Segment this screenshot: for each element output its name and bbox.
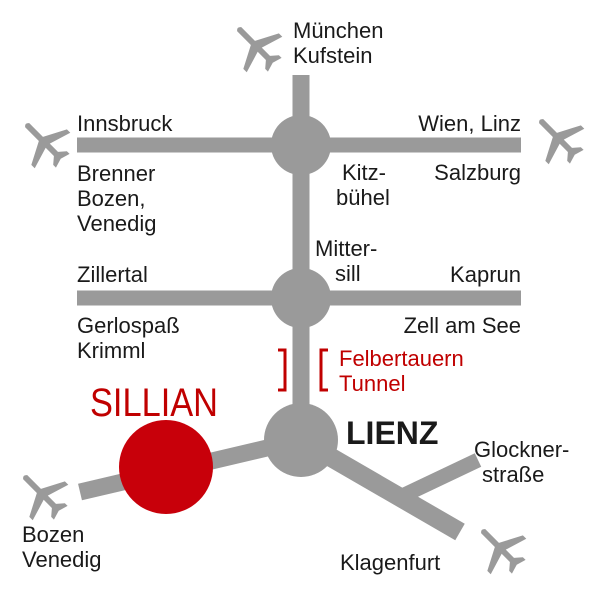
label-sillian: SILLIAN: [90, 381, 218, 425]
label-venedig-top: Venedig: [77, 211, 157, 236]
label-wien-linz: Wien, Linz: [418, 111, 521, 136]
airplane-icon: [530, 110, 588, 168]
label-venedig-bottom: Venedig: [22, 547, 102, 572]
label-innsbruck: Innsbruck: [77, 111, 173, 136]
label-bozen-comma: Bozen,: [77, 186, 146, 211]
label-strasse: straße: [482, 462, 544, 487]
label-tunnel: Tunnel: [339, 371, 405, 396]
label-brenner: Brenner: [77, 161, 155, 186]
label-mitter: Mitter-: [315, 236, 377, 261]
junction-node-mittersill: [271, 268, 331, 328]
label-kaprun: Kaprun: [450, 262, 521, 287]
airplane-icon: [14, 466, 72, 524]
label-bozen: Bozen: [22, 522, 84, 547]
road-glocknerstrasse: [394, 453, 482, 505]
label-kufstein: Kufstein: [293, 43, 373, 68]
label-glockner: Glockner-: [474, 437, 569, 462]
junction-node-lienz: [264, 403, 338, 477]
label-zell-am-see: Zell am See: [404, 313, 521, 338]
label-krimml: Krimml: [77, 338, 145, 363]
tunnel-bracket-left: [278, 348, 287, 392]
label-sill: sill: [335, 261, 361, 286]
airplane-icon: [472, 520, 530, 578]
label-muenchen: München: [293, 18, 384, 43]
label-felbertauern: Felbertauern: [339, 346, 464, 371]
label-buehel: bühel: [336, 185, 390, 210]
label-zillertal: Zillertal: [77, 262, 148, 287]
airplane-icon: [16, 114, 74, 172]
sillian-marker: [119, 420, 213, 514]
junction-node-north: [271, 115, 331, 175]
label-salzburg: Salzburg: [434, 160, 521, 185]
airplane-icon: [228, 18, 286, 76]
tunnel-bracket-right: [319, 348, 328, 392]
label-kitz: Kitz-: [342, 160, 386, 185]
label-lienz: LIENZ: [346, 415, 438, 451]
label-klagenfurt: Klagenfurt: [340, 550, 440, 575]
label-gerlospass: Gerlospaß: [77, 313, 180, 338]
